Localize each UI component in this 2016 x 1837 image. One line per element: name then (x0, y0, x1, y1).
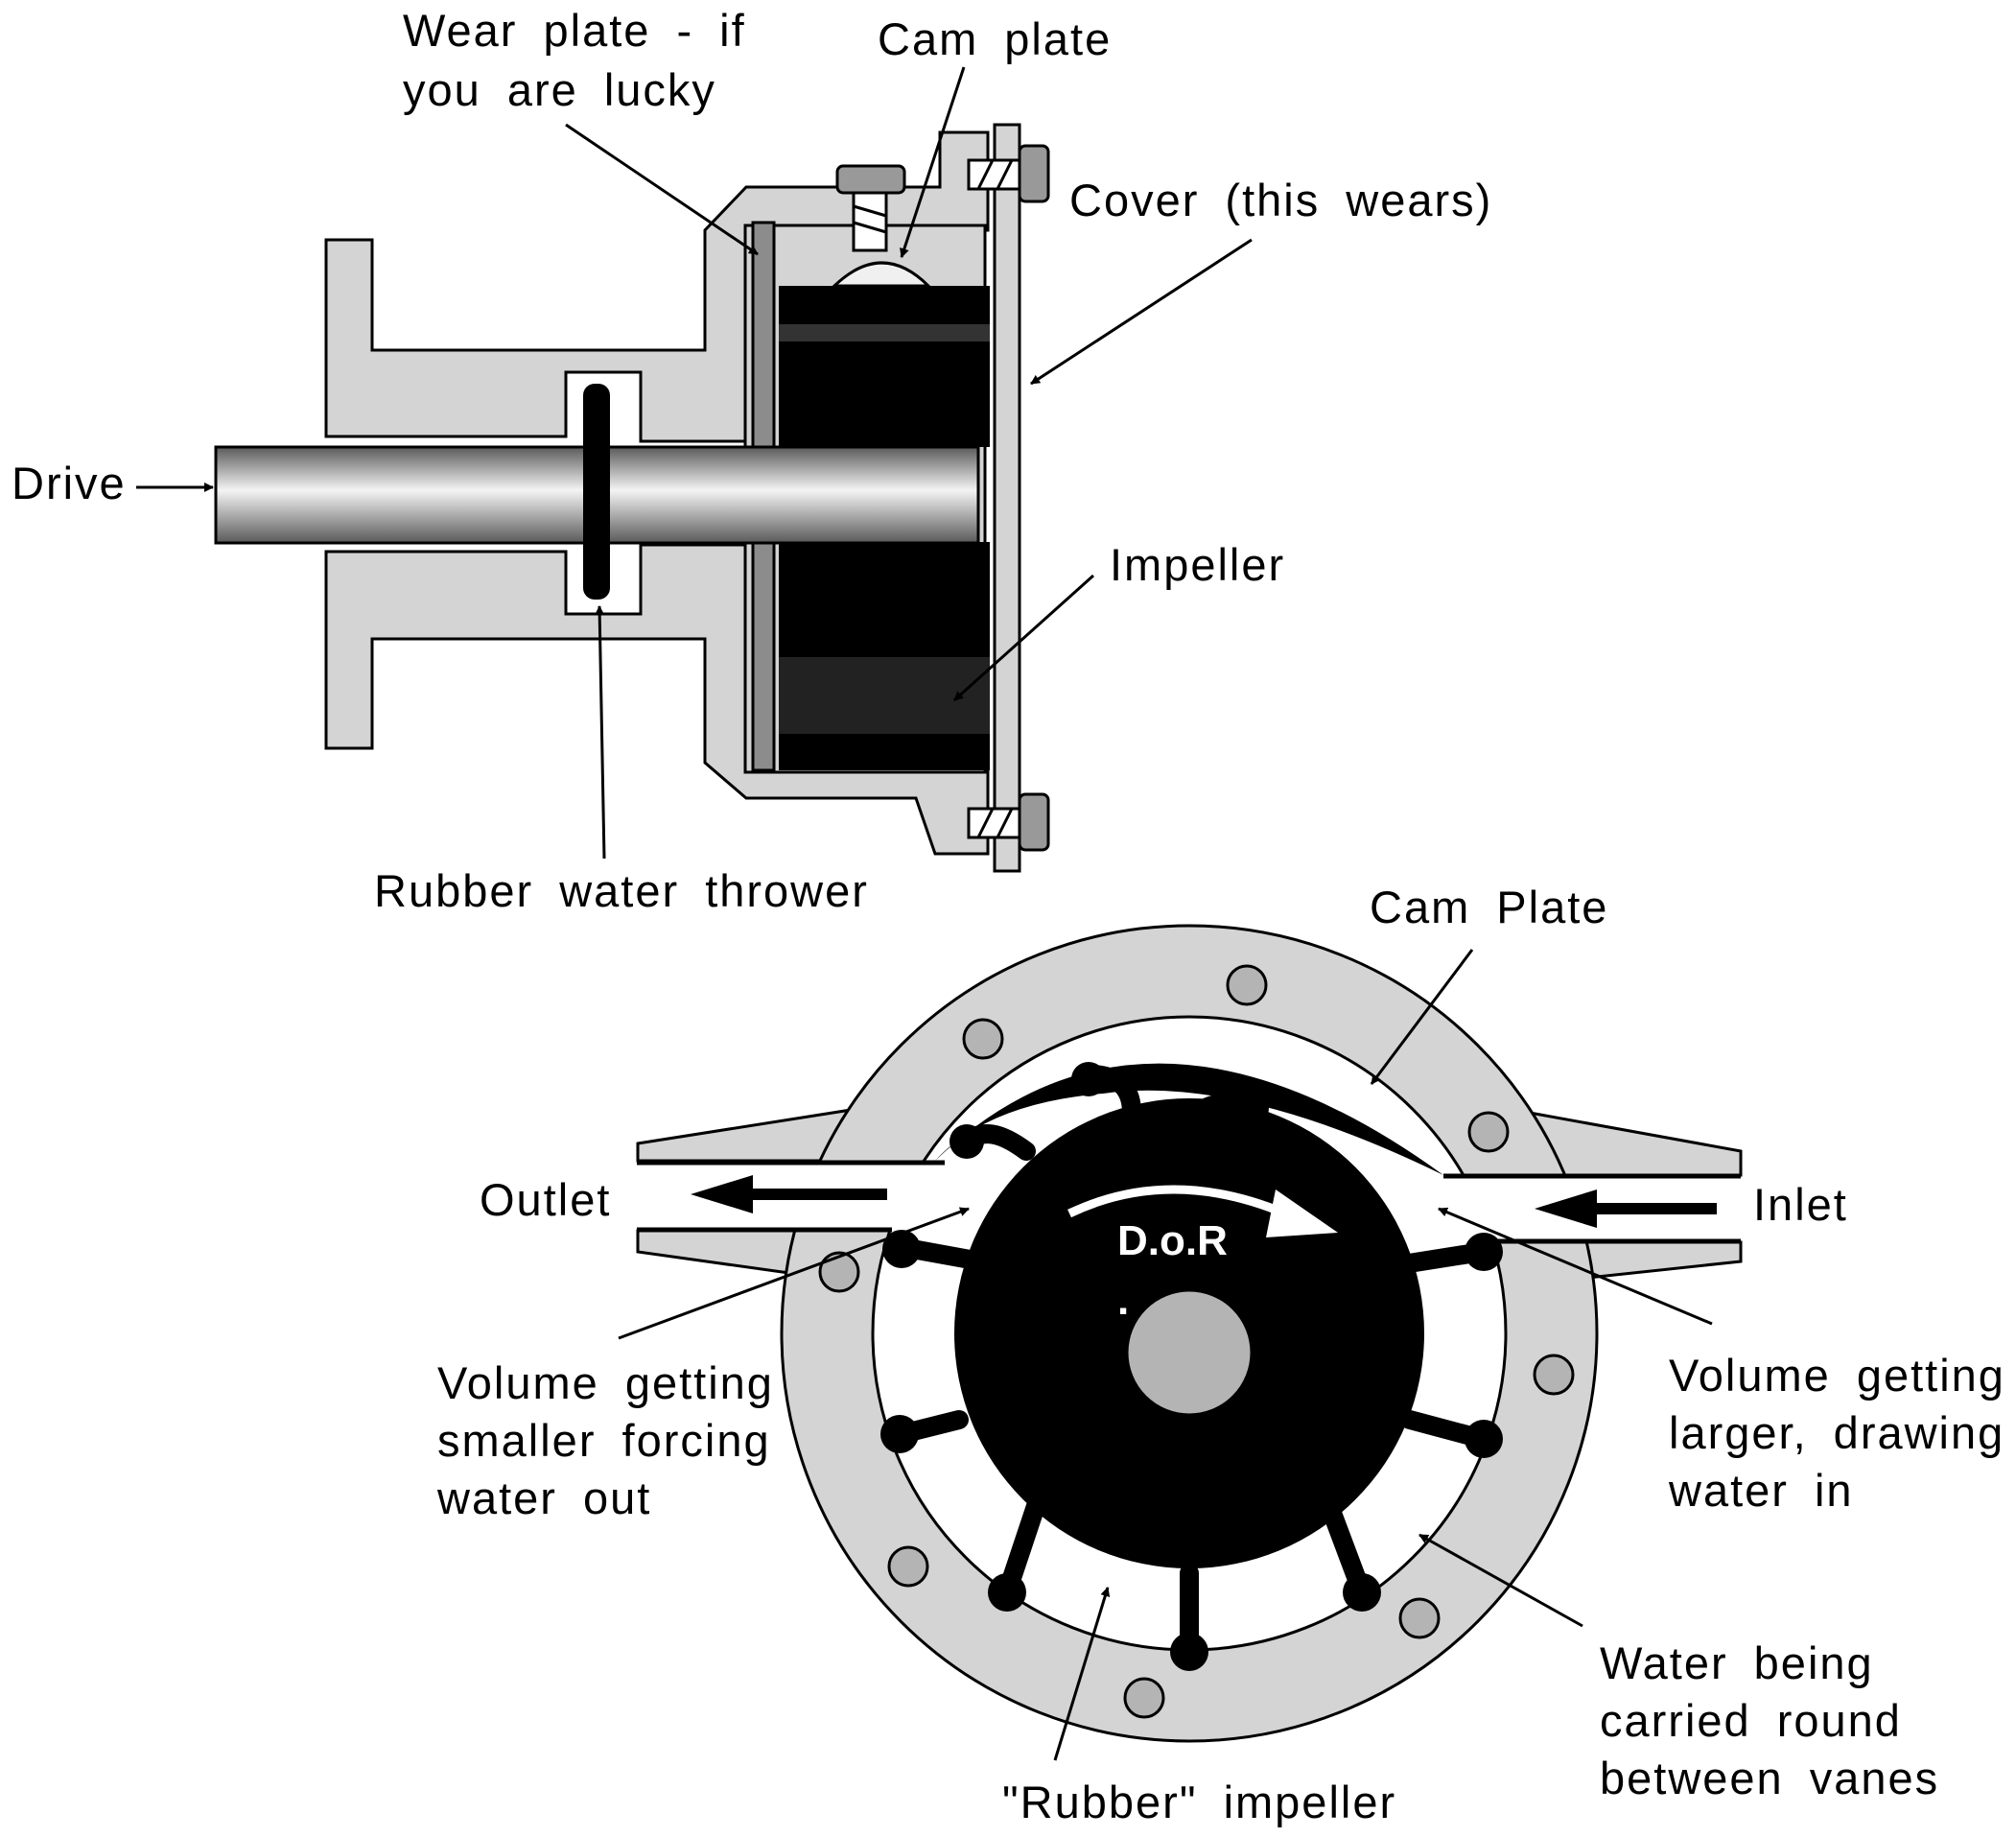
outlet-flow-arrowhead (691, 1175, 753, 1213)
bolt-hole (1467, 1111, 1510, 1153)
section-view (214, 123, 1050, 873)
label-rubber-impeller: "Rubber" impeller (1002, 1777, 1396, 1827)
wear-plate-lower (751, 538, 776, 772)
rubber-water-thrower (583, 384, 610, 600)
vane-tips (880, 1062, 1503, 1671)
bolt-hole (1226, 964, 1268, 1006)
label-vol-larger-1: Volume getting (1669, 1350, 2005, 1401)
label-vol-smaller-2: smaller forcing (437, 1415, 771, 1466)
cover-plate (993, 123, 1021, 873)
leader-vol-larger (1438, 1207, 1713, 1326)
leader-water (1418, 1533, 1583, 1628)
label-water-2: carried round (1600, 1695, 1902, 1746)
leader-cover (1030, 238, 1253, 386)
label-water-1: Water being (1600, 1637, 1874, 1688)
impeller-upper (779, 286, 990, 447)
rotation-arrowhead (1266, 1189, 1338, 1237)
impeller-lower (779, 542, 990, 770)
screw-top-vertical (835, 164, 906, 252)
label-cam-plate-top: Cam plate (878, 13, 1112, 64)
leader-wear-plate (565, 123, 759, 256)
bolt-hole (818, 1251, 860, 1293)
wear-plate-upper (751, 221, 776, 451)
label-vol-larger-2: larger, drawing (1669, 1407, 2004, 1458)
bolt-hole (887, 1545, 929, 1588)
label-inlet: Inlet (1753, 1179, 1848, 1230)
leader-impeller (952, 574, 1095, 702)
cam-plate-crescent (935, 1063, 1443, 1175)
end-view (636, 924, 1743, 1743)
label-wear-plate-1: Wear plate - if (403, 5, 746, 56)
screw-top-right (967, 144, 1050, 203)
label-vol-smaller-3: water out (436, 1472, 651, 1523)
leader-vol-smaller (618, 1207, 970, 1340)
bolt-hole (1533, 1354, 1575, 1396)
inlet-flow-arrowhead (1535, 1189, 1597, 1228)
label-dor-dot: . (1117, 1277, 1129, 1324)
label-thrower: Rubber water thrower (374, 865, 869, 916)
label-drive: Drive (12, 458, 127, 508)
impeller-hub (1125, 1288, 1254, 1417)
screw-bottom-right (967, 792, 1050, 852)
label-outlet: Outlet (480, 1174, 611, 1225)
rotation-arrow (1067, 1185, 1287, 1218)
label-cover: Cover (this wears) (1069, 175, 1492, 225)
label-water-3: between vanes (1600, 1753, 1939, 1803)
bolt-hole (1398, 1597, 1441, 1639)
label-wear-plate-2: you are lucky (403, 64, 716, 115)
label-vol-larger-3: water in (1668, 1465, 1854, 1516)
bolt-hole (962, 1018, 1004, 1060)
label-vol-smaller-1: Volume getting (437, 1357, 774, 1408)
leader-cam-plate-bottom (1370, 949, 1474, 1085)
leader-thrower (595, 605, 606, 860)
label-cam-plate-bottom: Cam Plate (1370, 882, 1608, 932)
leader-cam-plate-top (900, 66, 966, 258)
cam-bump (831, 261, 932, 288)
label-dor: D.o.R (1117, 1217, 1228, 1264)
bolt-hole (1123, 1677, 1165, 1719)
leader-rubber-impeller (1053, 1587, 1111, 1761)
label-impeller: Impeller (1110, 539, 1285, 590)
impeller-upper-band (779, 324, 990, 341)
